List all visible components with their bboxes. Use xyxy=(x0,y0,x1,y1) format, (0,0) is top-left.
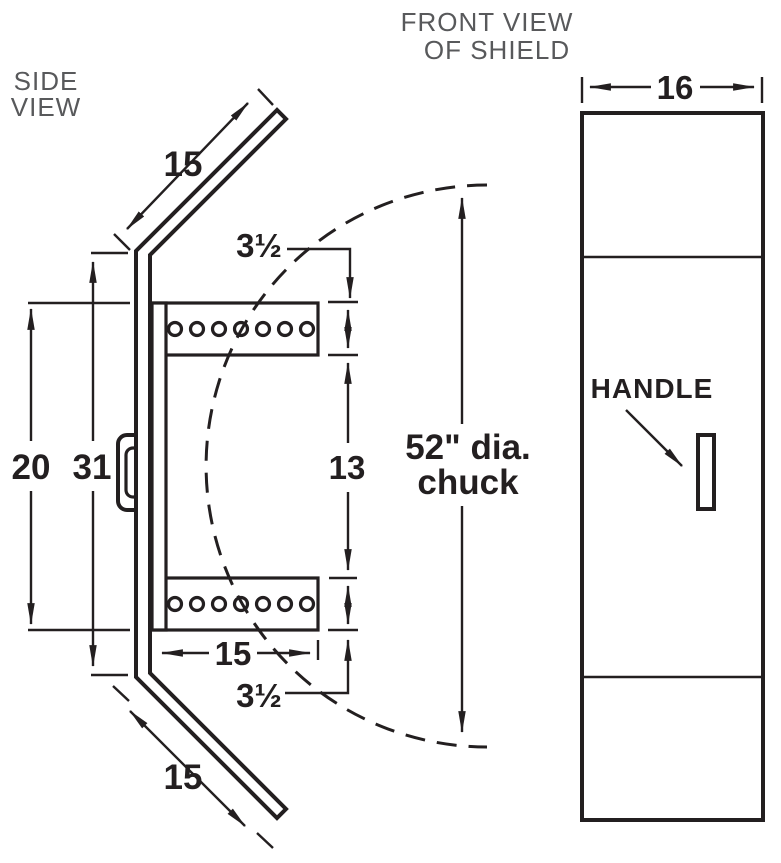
front-view-title-line1: FRONT VIEW xyxy=(401,7,574,37)
handle-leader-arrow xyxy=(625,409,683,467)
bracket-spacer-bar xyxy=(150,301,168,632)
chuck-circle-dashed-arc xyxy=(204,183,488,749)
bracket-top-hole xyxy=(188,320,206,338)
front-view-title-line2: OF SHIELD xyxy=(424,35,570,65)
bracket-top-hole xyxy=(166,320,184,338)
dim-label-3half-bottom: 3½ xyxy=(236,677,282,714)
bracket-bottom-hole xyxy=(298,595,316,613)
bracket-bottom-hole xyxy=(188,595,206,613)
dim-label-20: 20 xyxy=(12,448,51,487)
bracket-bottom xyxy=(150,576,320,632)
dim-bracket-height-bottom: 3½ xyxy=(236,584,358,714)
handle-callout: HANDLE xyxy=(591,373,714,467)
dim-label-31: 31 xyxy=(73,448,112,487)
dim-label-15-top: 15 xyxy=(164,145,203,184)
dim-bracket-length: 15 xyxy=(160,635,320,672)
dim-between-brackets: 13 xyxy=(329,361,366,580)
shield-face xyxy=(580,111,765,822)
dim-label-15-bottom: 15 xyxy=(164,758,203,797)
chuck-note-line2: chuck xyxy=(417,463,519,502)
dim-bracket-height-top: 3½ xyxy=(236,227,358,357)
front-handle xyxy=(696,433,716,511)
dim-shield-width: 16 xyxy=(580,69,764,106)
front-view: HANDLE 16 FRONT VIEW OF SHIELD xyxy=(401,7,765,822)
bracket-top-hole xyxy=(254,320,272,338)
bracket-top-hole xyxy=(210,320,228,338)
bracket-bottom-hole xyxy=(276,595,294,613)
bracket-bottom-hole xyxy=(166,595,184,613)
dim-label-3half-top: 3½ xyxy=(236,227,282,264)
side-view: 20 31 15 15 3½ xyxy=(11,66,531,849)
dim-label-15-bracket: 15 xyxy=(215,635,252,672)
dim-flat-panel-height: 31 xyxy=(73,251,128,677)
bracket-top xyxy=(150,301,320,357)
bracket-top-hole xyxy=(298,320,316,338)
dim-chuck-diameter: 52" dia. chuck xyxy=(405,196,531,734)
side-view-title-line2: VIEW xyxy=(11,92,81,122)
side-view-title-line1: SIDE xyxy=(14,66,79,96)
handle-label: HANDLE xyxy=(591,373,714,404)
chuck-note-line1: 52" dia. xyxy=(405,428,531,467)
dim-top-flange: 15 xyxy=(113,88,274,251)
bracket-bottom-hole xyxy=(210,595,228,613)
dim-bottom-flange: 15 xyxy=(112,685,274,849)
dim-bracket-outer-span: 20 xyxy=(12,301,130,632)
bracket-bottom-hole xyxy=(254,595,272,613)
dim-label-13: 13 xyxy=(329,449,366,486)
bracket-top-hole xyxy=(276,320,294,338)
dim-label-16: 16 xyxy=(657,69,694,106)
